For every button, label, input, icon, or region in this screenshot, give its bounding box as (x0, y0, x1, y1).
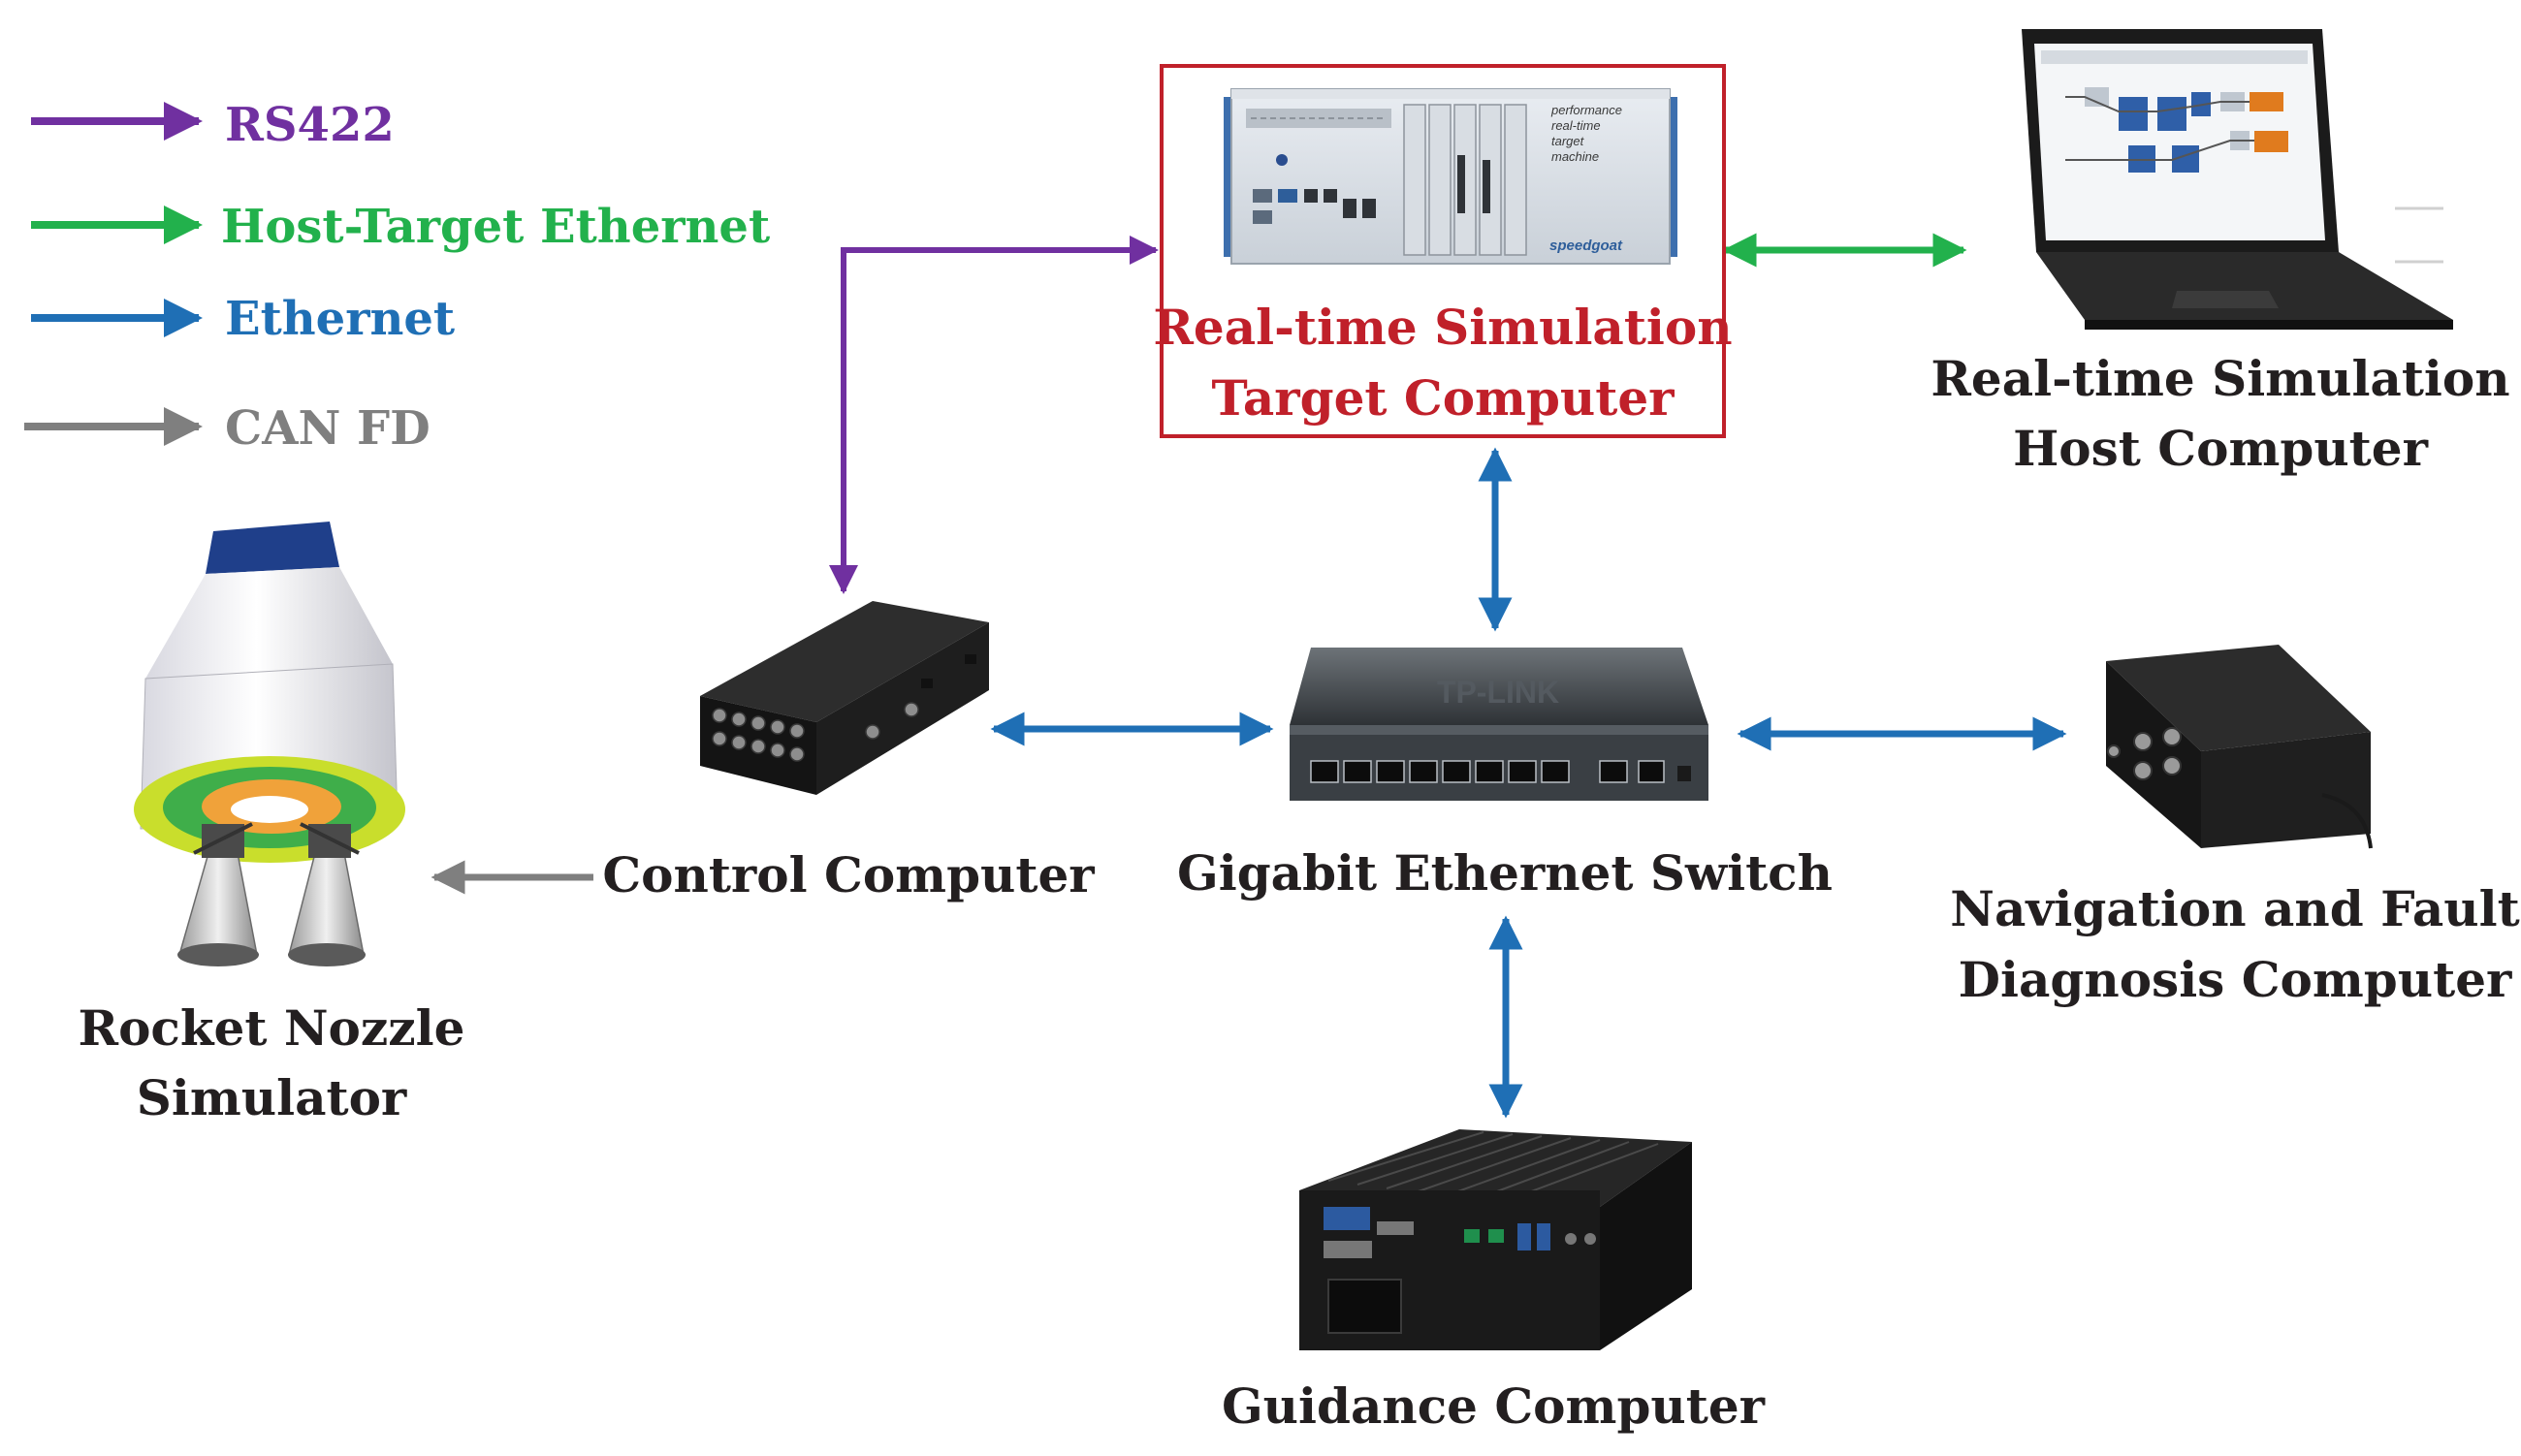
power-button-icon (1276, 154, 1288, 166)
control-label: Control Computer (602, 846, 1095, 903)
guidance-label: Guidance Computer (1222, 1377, 1766, 1435)
switch-ethernet-ports (1310, 760, 1665, 783)
laptop-icon (2022, 29, 2453, 330)
control-connectors (712, 702, 919, 762)
legend-label-can-fd: CAN FD (225, 401, 431, 456)
control-box-icon (700, 601, 989, 795)
legend-item-can-fd: CAN FD (24, 401, 431, 456)
target-vent-grille (1246, 109, 1391, 128)
control-computer: Control Computer (602, 601, 1095, 903)
rocket-icon (134, 522, 405, 966)
target-pci-slots (1403, 104, 1527, 256)
legend-label-ethernet: Ethernet (225, 292, 455, 346)
guidance-ports (1324, 1207, 1596, 1334)
switch-brand-logo: TP-LINK (1437, 675, 1559, 710)
nav-label-line2: Diagnosis Computer (1959, 951, 2512, 1008)
target-brand-logo: speedgoat (1549, 237, 1623, 254)
rs422-link-target-control (829, 236, 1159, 594)
host-label-line2: Host Computer (2013, 420, 2429, 477)
gigabit-switch: TP-LINK Gigabit Ethernet Switch (1177, 648, 1833, 902)
rocket-nozzles (177, 822, 366, 966)
navigation-fault-diagnosis-computer: Navigation and Fault Diagnosis Computer (1950, 645, 2520, 1008)
target-rack-image: performance real-time target machine spe… (1224, 88, 1677, 265)
host-label-line1: Real-time Simulation (1931, 350, 2509, 407)
rocket-label-line1: Rocket Nozzle (79, 999, 465, 1057)
target-panel-text-4: machine (1551, 149, 1599, 164)
legend-item-host-target-ethernet: Host-Target Ethernet (31, 200, 770, 254)
nav-label-line1: Navigation and Fault (1950, 880, 2519, 937)
target-panel-text-2: real-time (1551, 118, 1601, 133)
switch-label: Gigabit Ethernet Switch (1177, 844, 1833, 902)
switch-icon: TP-LINK (1290, 648, 1708, 801)
target-highlight-frame (1160, 64, 1726, 438)
target-label-line1: Real-time Simulation (1153, 299, 1732, 356)
nav-box-icon (2106, 645, 2373, 849)
target-panel-text-1: performance (1550, 103, 1622, 117)
legend-item-ethernet: Ethernet (31, 292, 455, 346)
legend-item-rs422: RS422 (31, 98, 395, 152)
guidance-computer: Guidance Computer (1222, 1129, 1766, 1435)
legend-label-host-target-ethernet: Host-Target Ethernet (221, 200, 770, 254)
legend: RS422 Host-Target Ethernet Ethernet CAN … (24, 98, 770, 456)
host-computer: Real-time Simulation Host Computer (1931, 29, 2510, 477)
rocket-nozzle-simulator: Rocket Nozzle Simulator (79, 522, 465, 1126)
legend-label-rs422: RS422 (225, 98, 395, 152)
nav-connectors (2107, 727, 2182, 780)
laptop-screen-block-diagram (2065, 87, 2288, 173)
connections (431, 233, 2067, 1119)
guidance-box-icon (1299, 1129, 1692, 1350)
target-computer: performance real-time target machine spe… (1153, 64, 1733, 438)
rocket-label-line2: Simulator (137, 1069, 407, 1126)
target-label-line2: Target Computer (1211, 369, 1675, 427)
target-panel-text-3: target (1551, 134, 1585, 148)
